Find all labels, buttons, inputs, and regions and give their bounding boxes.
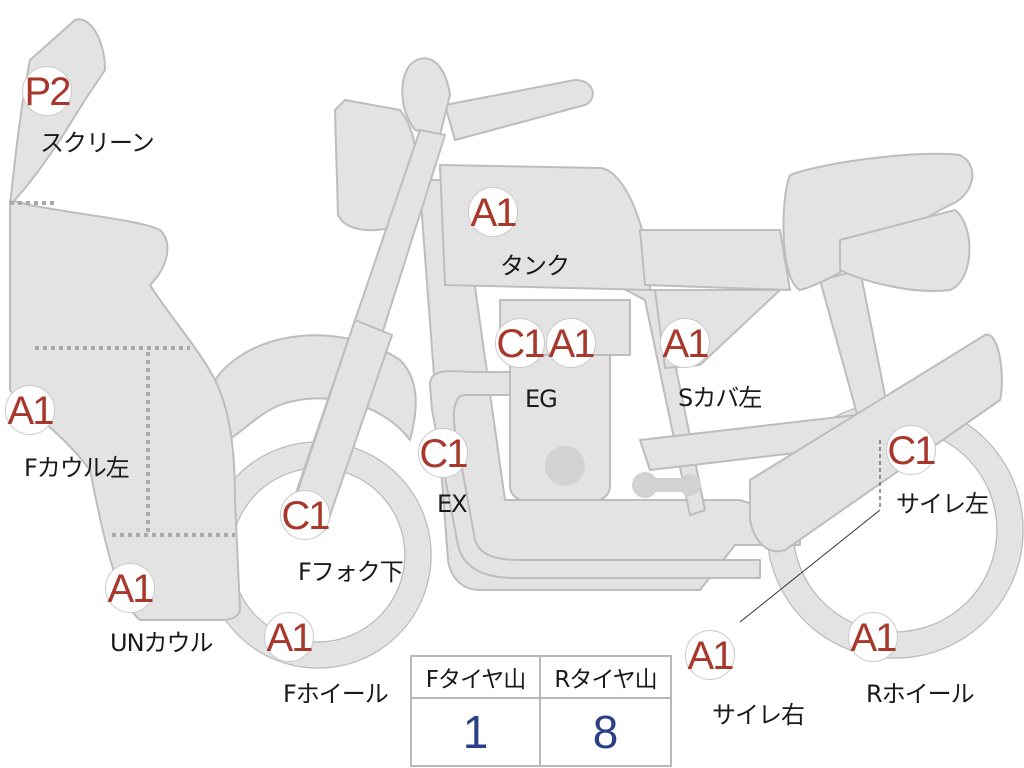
grade-badge-muffler-right: A1 [685, 630, 735, 680]
part-label-tank: タンク [500, 252, 570, 280]
part-label-front-cowl-left: Fカウル左 [24, 454, 130, 482]
part-label-muffler-left: サイレ左 [896, 490, 989, 518]
grade-badge-under-cowl: A1 [105, 563, 155, 613]
front-tyre-value: 1 [412, 699, 541, 765]
part-label-engine: EG [525, 385, 558, 413]
grade-badge-rear-wheel: A1 [848, 612, 898, 662]
grade-badge-screen: P2 [22, 66, 72, 116]
handlebar-shape [444, 79, 594, 141]
grade-badge-exhaust: C1 [418, 428, 469, 478]
tyre-tread-table: Fタイヤ山 Rタイヤ山 1 8 [410, 655, 672, 767]
grade-badge-side-cover-left: A1 [660, 318, 710, 368]
part-label-front-wheel: Fホイール [283, 680, 389, 708]
part-label-front-fork-lower: Fフォク下 [298, 558, 404, 586]
rear-tyre-header: Rタイヤ山 [541, 657, 670, 699]
part-label-exhaust: EX [437, 490, 468, 518]
part-label-muffler-right: サイレ右 [712, 701, 805, 729]
exhaust-shape [429, 370, 761, 579]
grade-badge-engine-2: A1 [546, 318, 596, 368]
grade-badge-front-wheel: A1 [264, 612, 314, 662]
grade-badge-tank: A1 [468, 187, 518, 237]
part-label-rear-wheel: Rホイール [866, 680, 975, 708]
rear-tyre-value: 8 [592, 706, 619, 758]
grade-badge-front-fork-lower: C1 [280, 490, 331, 540]
front-cowl-shape [9, 199, 241, 621]
part-label-screen: スクリーン [40, 129, 155, 157]
part-label-side-cover-left: Sカバ左 [678, 384, 762, 412]
seat-shape [639, 229, 791, 291]
grade-badge-engine-1: C1 [495, 318, 546, 368]
front-tyre-header: Fタイヤ山 [412, 657, 541, 699]
part-label-under-cowl: UNカウル [110, 629, 214, 657]
grade-badge-front-cowl-left: A1 [5, 385, 55, 435]
muffler-shape [749, 333, 1003, 553]
grade-badge-muffler-left: C1 [886, 425, 937, 475]
